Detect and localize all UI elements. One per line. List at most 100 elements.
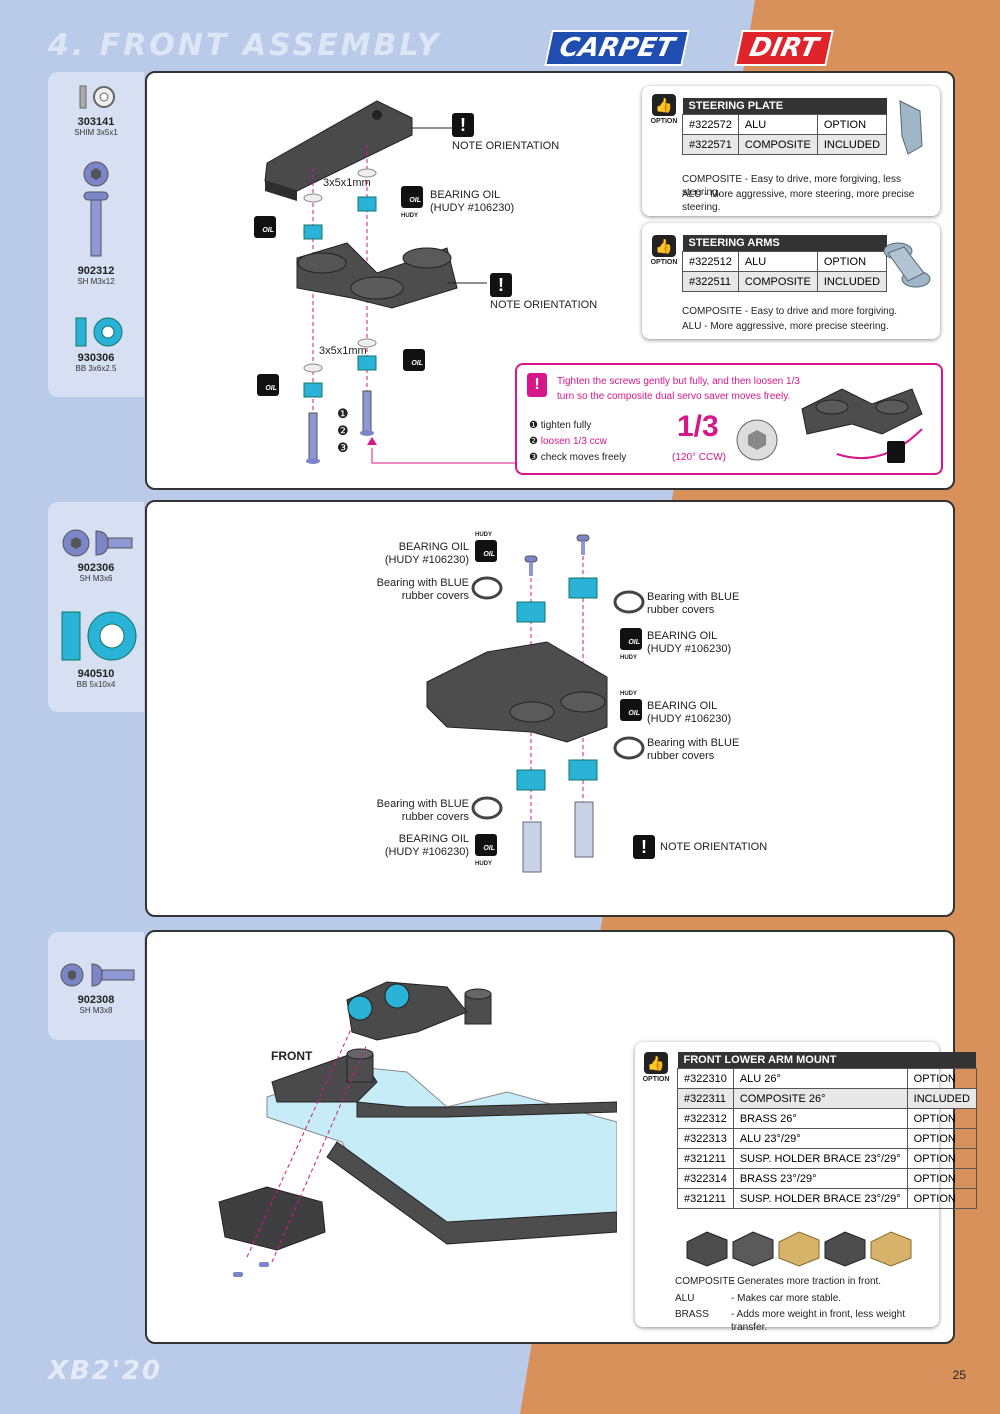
rubber-covers-label: rubber covers: [401, 811, 469, 823]
bearing-blue-label: Bearing with BLUE: [647, 591, 740, 603]
legend-description: - Makes car more stable.: [731, 1293, 842, 1304]
oil-icon: OIL: [403, 349, 425, 371]
note-orientation-label: NOTE ORIENTATION: [660, 841, 768, 853]
shim-icon: [79, 85, 115, 109]
table-title: FRONT LOWER ARM MOUNT: [677, 1052, 977, 1069]
hudy-label: HUDY: [620, 691, 638, 697]
hudy-label: HUDY: [401, 213, 419, 219]
part-code: 902312: [77, 265, 115, 277]
hex-screw-icon: [736, 419, 778, 461]
hudy-label: HUDY: [475, 532, 493, 538]
hudy-label: HUDY: [475, 861, 493, 867]
legend-material: COMPOSITE: [675, 1276, 736, 1287]
screw-icon: [62, 529, 133, 557]
step3-diagram: [218, 981, 617, 1277]
model-logo: XB2'20: [48, 1356, 163, 1386]
note-icon: !: [452, 113, 474, 137]
step1-panel: ! NOTE ORIENTATION ! NOTE ORIENTATION 3x…: [145, 71, 955, 490]
part-code: 940510: [77, 668, 115, 680]
bearing-oil-label: BEARING OIL: [647, 700, 718, 712]
steering-arms-note: COMPOSITE - Easy to drive and more forgi…: [682, 306, 898, 317]
steering-arms-note: ALU - More aggressive, more precise stee…: [682, 321, 889, 332]
part-code: 303141: [77, 116, 115, 128]
tighten-note-box: ! Tighten the screws gently but fully, a…: [515, 363, 943, 475]
oil-icon: OIL: [620, 628, 642, 650]
option-badge: 👍 OPTION: [650, 235, 678, 266]
bearing-blue-label: Bearing with BLUE: [376, 798, 469, 810]
table-title: STEERING PLATE: [682, 98, 887, 115]
bearing-icon: [61, 611, 137, 661]
page-number: 25: [952, 1368, 966, 1382]
degrees-label: (120° CCW): [672, 452, 727, 463]
bearing-oil-label: BEARING OIL: [398, 833, 469, 845]
bearing-blue-label: Bearing with BLUE: [376, 577, 469, 589]
carpet-badge: CARPET: [544, 30, 690, 66]
tighten-step-2: ❷ loosen 1/3 ccw: [529, 436, 607, 447]
bearing-oil-ref: (HUDY #106230): [384, 554, 469, 566]
step-number-2: ❷: [337, 423, 349, 438]
dirt-badge: DIRT: [734, 30, 834, 66]
steering-arms-image: [883, 242, 931, 288]
note-icon: !: [490, 273, 512, 297]
steering-plate-note: ALU - More aggressive, more steering, mo…: [682, 189, 915, 213]
screw-icon: [83, 161, 109, 257]
arm-mount-variants-image: [686, 1231, 912, 1267]
thumbs-up-icon: 👍: [644, 1052, 668, 1074]
bearing-blue-label: Bearing with BLUE: [647, 737, 740, 749]
note-orientation-label: NOTE ORIENTATION: [452, 140, 560, 152]
step-number-1: ❶: [337, 406, 349, 421]
legend-description: - Generates more traction in front.: [731, 1276, 882, 1287]
part-code: 902306: [77, 562, 115, 574]
step1-diagram: [264, 100, 515, 464]
oil-icon: OIL: [475, 834, 497, 856]
oil-icon: OIL: [620, 699, 642, 721]
fraction-label: 1/3: [677, 410, 719, 443]
option-label: OPTION: [650, 118, 678, 125]
part-desc: BB 3x6x2.5: [75, 364, 117, 373]
oil-icon: OIL: [401, 186, 423, 208]
part-desc: SH M3x6: [79, 574, 113, 583]
part-code: 902308: [77, 994, 115, 1006]
step2-panel: OIL HUDY BEARING OIL (HUDY #106230) Bear…: [145, 500, 955, 917]
option-label: OPTION: [642, 1076, 670, 1083]
note-orientation-label: NOTE ORIENTATION: [490, 299, 598, 311]
steering-plate-image: [899, 100, 923, 155]
option-badge: 👍 OPTION: [650, 94, 678, 125]
part-desc: SHIM 3x5x1: [74, 128, 118, 137]
steering-plate-note: COMPOSITE - Easy to drive, more forgivin…: [682, 174, 901, 198]
thumbs-up-icon: 👍: [652, 94, 676, 116]
rubber-covers-label: rubber covers: [401, 590, 469, 602]
front-label: FRONT: [271, 1049, 313, 1063]
step3-panel: FRONT 👍 OPTION FRONT LOWER ARM MOUNT #322…: [145, 930, 977, 1344]
bearing-oil-label: BEARING OIL: [398, 541, 469, 553]
thumbs-up-icon: 👍: [652, 235, 676, 257]
hudy-label: HUDY: [620, 655, 638, 661]
note-icon: !: [633, 835, 655, 859]
part-desc: BB 5x10x4: [76, 680, 116, 689]
bearing-oil-ref: (HUDY #106230): [647, 643, 732, 655]
table-title: STEERING ARMS: [682, 235, 887, 252]
bearing-icon: [75, 317, 123, 347]
shim-size-label: 3x5x1mm: [319, 345, 367, 357]
part-desc: SH M3x12: [77, 277, 115, 286]
option-badge: 👍 OPTION: [642, 1052, 670, 1083]
shim-size-label: 3x5x1mm: [323, 177, 371, 189]
option-label: OPTION: [650, 259, 678, 266]
legend-material: ALU: [675, 1293, 695, 1304]
rubber-covers-label: rubber covers: [647, 750, 715, 762]
legend-material: BRASS: [675, 1309, 709, 1320]
